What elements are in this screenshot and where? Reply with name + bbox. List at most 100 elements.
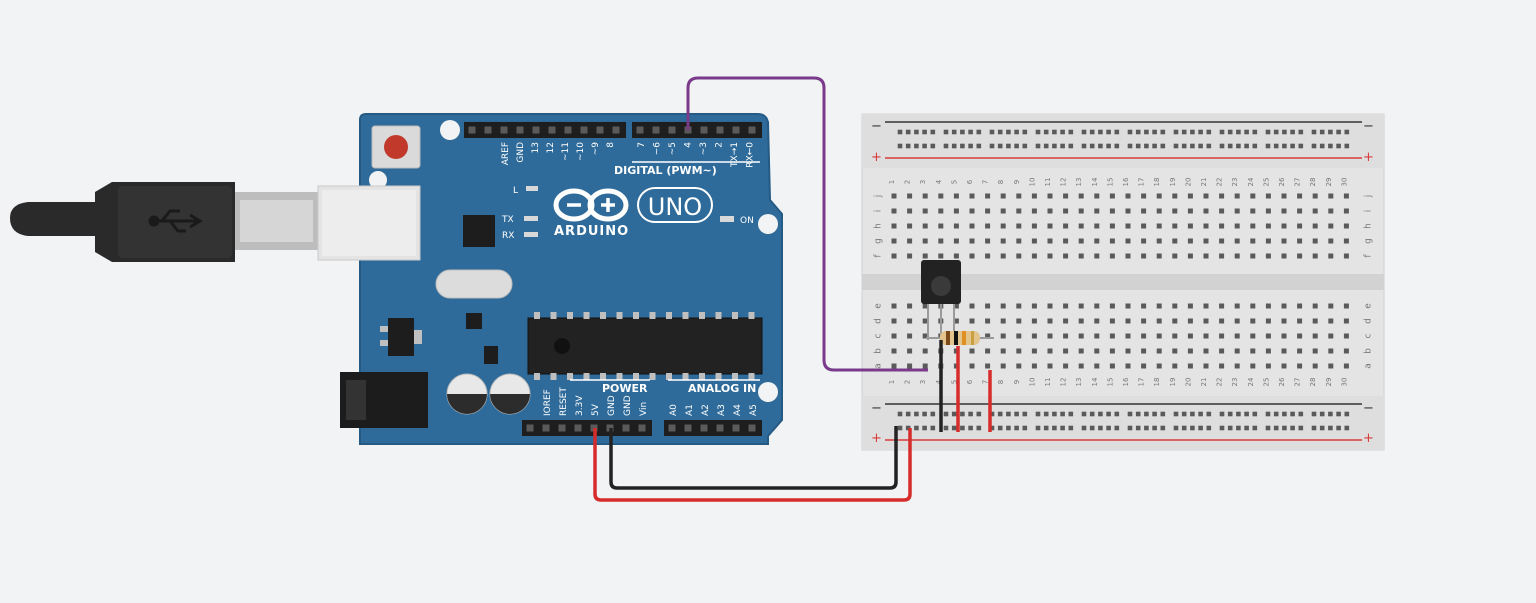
breadboard-hole[interactable]	[985, 253, 991, 259]
rail-hole[interactable]	[1244, 411, 1249, 417]
breadboard-hole[interactable]	[1297, 318, 1303, 324]
breadboard-hole[interactable]	[922, 223, 928, 229]
rail-hole[interactable]	[1127, 143, 1133, 149]
rail-hole[interactable]	[997, 425, 1003, 431]
rail-hole[interactable]	[1152, 411, 1157, 417]
breadboard-hole[interactable]	[1219, 238, 1225, 244]
rail-hole[interactable]	[1273, 129, 1279, 135]
rail-hole[interactable]	[1290, 411, 1295, 417]
breadboard-hole[interactable]	[1328, 333, 1334, 339]
breadboard-hole[interactable]	[1172, 333, 1178, 339]
rail-hole[interactable]	[1043, 143, 1049, 149]
header-pin-hole[interactable]	[574, 424, 582, 432]
header-pin-hole[interactable]	[596, 126, 604, 134]
rail-hole[interactable]	[1052, 425, 1057, 431]
breadboard-hole[interactable]	[1156, 208, 1162, 214]
breadboard-hole[interactable]	[969, 348, 975, 354]
breadboard-hole[interactable]	[1016, 333, 1022, 339]
breadboard-hole[interactable]	[1187, 363, 1193, 369]
rail-hole[interactable]	[1060, 411, 1065, 417]
header-pin-hole[interactable]	[716, 424, 724, 432]
breadboard-hole[interactable]	[1078, 223, 1084, 229]
breadboard-hole[interactable]	[1281, 193, 1287, 199]
breadboard-hole[interactable]	[1141, 193, 1147, 199]
rail-hole[interactable]	[1127, 411, 1133, 417]
rail-hole[interactable]	[1319, 425, 1325, 431]
rail-hole[interactable]	[897, 411, 903, 417]
breadboard-hole[interactable]	[1063, 318, 1069, 324]
rail-hole[interactable]	[1198, 143, 1203, 149]
breadboard-hole[interactable]	[1172, 363, 1178, 369]
rail-hole[interactable]	[1206, 425, 1212, 431]
breadboard-hole[interactable]	[891, 363, 897, 369]
breadboard-hole[interactable]	[1250, 363, 1256, 369]
breadboard-hole[interactable]	[1250, 348, 1256, 354]
breadboard-hole[interactable]	[1047, 253, 1053, 259]
breadboard-hole[interactable]	[1172, 348, 1178, 354]
breadboard-hole[interactable]	[1343, 333, 1349, 339]
breadboard-hole[interactable]	[1156, 318, 1162, 324]
rail-hole[interactable]	[1344, 129, 1350, 135]
rail-hole[interactable]	[1081, 129, 1087, 135]
breadboard-hole[interactable]	[1031, 238, 1037, 244]
header-pin-hole[interactable]	[622, 424, 630, 432]
breadboard-hole[interactable]	[985, 333, 991, 339]
rail-hole[interactable]	[1328, 129, 1333, 135]
breadboard-hole[interactable]	[1141, 318, 1147, 324]
breadboard-hole[interactable]	[1141, 238, 1147, 244]
breadboard-hole[interactable]	[1187, 333, 1193, 339]
breadboard-hole[interactable]	[1281, 208, 1287, 214]
header-pin-hole[interactable]	[668, 126, 676, 134]
breadboard-hole[interactable]	[1156, 253, 1162, 259]
breadboard-hole[interactable]	[1265, 348, 1271, 354]
breadboard-hole[interactable]	[938, 253, 944, 259]
rail-hole[interactable]	[997, 129, 1003, 135]
breadboard-hole[interactable]	[1109, 223, 1115, 229]
breadboard-hole[interactable]	[1203, 318, 1209, 324]
rail-hole[interactable]	[1173, 143, 1179, 149]
breadboard-hole[interactable]	[1234, 303, 1240, 309]
breadboard-hole[interactable]	[1187, 193, 1193, 199]
rail-hole[interactable]	[1068, 129, 1074, 135]
rail-hole[interactable]	[897, 425, 903, 431]
rail-hole[interactable]	[1052, 411, 1057, 417]
breadboard-hole[interactable]	[1094, 348, 1100, 354]
rail-hole[interactable]	[914, 425, 919, 431]
breadboard-hole[interactable]	[1156, 333, 1162, 339]
header-pin-hole[interactable]	[700, 126, 708, 134]
breadboard-hole[interactable]	[1343, 348, 1349, 354]
rail-hole[interactable]	[1344, 425, 1350, 431]
breadboard-hole[interactable]	[891, 253, 897, 259]
breadboard-hole[interactable]	[953, 238, 959, 244]
rail-hole[interactable]	[1311, 411, 1317, 417]
breadboard-hole[interactable]	[907, 363, 913, 369]
breadboard-hole[interactable]	[1141, 303, 1147, 309]
rail-hole[interactable]	[1052, 143, 1057, 149]
breadboard-hole[interactable]	[1250, 208, 1256, 214]
breadboard-hole[interactable]	[1281, 318, 1287, 324]
breadboard-hole[interactable]	[969, 363, 975, 369]
breadboard-hole[interactable]	[1094, 253, 1100, 259]
breadboard-hole[interactable]	[1187, 238, 1193, 244]
rail-hole[interactable]	[1328, 411, 1333, 417]
rail-hole[interactable]	[897, 129, 903, 135]
breadboard-hole[interactable]	[1109, 363, 1115, 369]
breadboard-hole[interactable]	[1063, 303, 1069, 309]
breadboard-hole[interactable]	[907, 223, 913, 229]
rail-hole[interactable]	[1252, 129, 1258, 135]
breadboard-hole[interactable]	[1297, 193, 1303, 199]
breadboard-hole[interactable]	[1297, 348, 1303, 354]
rail-hole[interactable]	[1181, 143, 1187, 149]
breadboard-hole[interactable]	[1063, 363, 1069, 369]
breadboard-hole[interactable]	[1328, 253, 1334, 259]
breadboard-hole[interactable]	[1016, 223, 1022, 229]
rail-hole[interactable]	[951, 425, 957, 431]
breadboard-hole[interactable]	[1094, 318, 1100, 324]
breadboard-hole[interactable]	[1312, 193, 1318, 199]
breadboard-hole[interactable]	[1047, 333, 1053, 339]
rail-hole[interactable]	[1336, 425, 1341, 431]
breadboard-hole[interactable]	[907, 318, 913, 324]
breadboard-hole[interactable]	[1281, 363, 1287, 369]
rail-hole[interactable]	[1273, 425, 1279, 431]
breadboard-hole[interactable]	[1297, 223, 1303, 229]
